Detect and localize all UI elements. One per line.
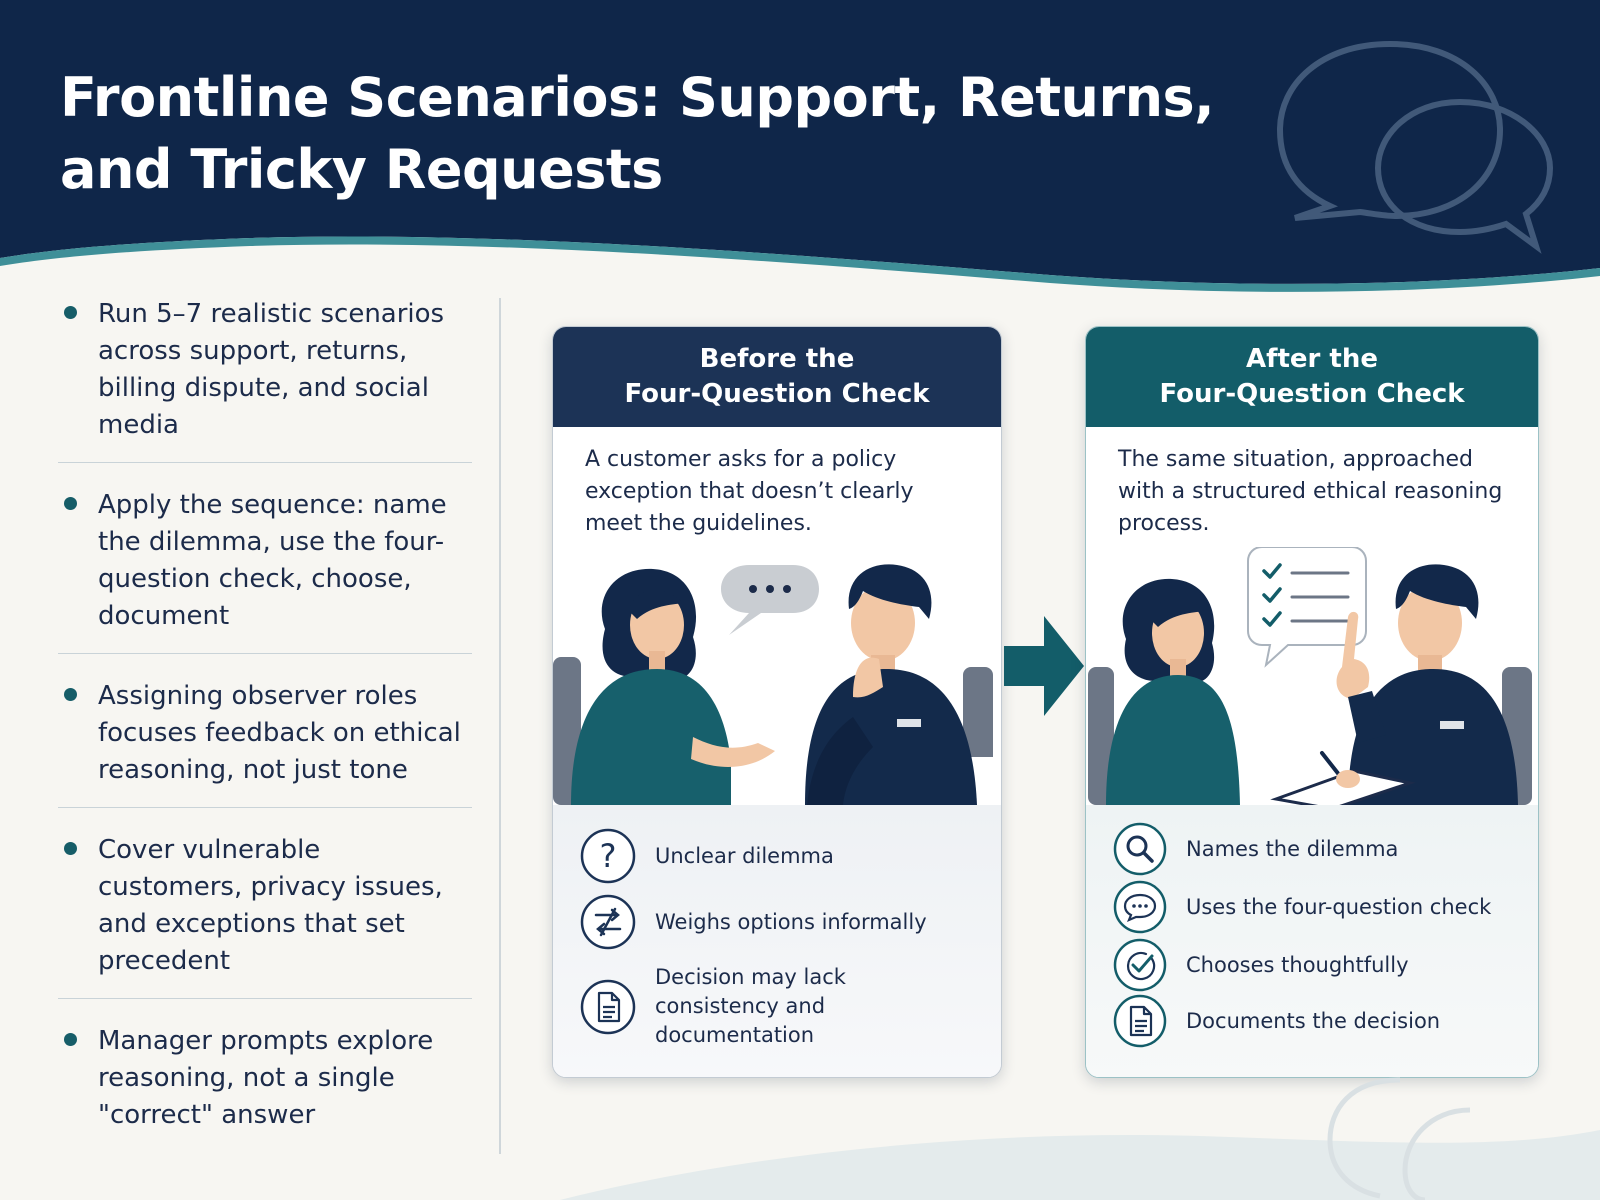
agent-figure-icon [793,564,1001,805]
before-illustration [553,564,1001,805]
bullet-item: Cover vulnerable customers, privacy issu… [58,808,472,999]
header-background [0,0,1600,292]
bullet-list: Run 5–7 realistic scenarios across suppo… [58,292,472,1138]
after-illustration [1088,547,1532,805]
outcome-row: Uses the four-question check [1112,879,1491,935]
question-mark-icon: ? [580,828,636,884]
outcome-row: Documents the decision [1112,993,1440,1049]
bullet-dot-icon [64,497,77,510]
svg-text:?: ? [600,837,617,875]
outcome-row: Names the dilemma [1112,821,1398,877]
outcome-row: Decision may lack consistency and docume… [579,963,955,1050]
outcome-label: Documents the decision [1186,1008,1441,1033]
outcome-label: Names the dilemma [1186,836,1399,861]
before-card: Before the Four-Question Check A custome… [552,326,1002,1078]
bullet-item: Manager prompts explore reasoning, not a… [58,999,472,1138]
after-card-description: The same situation, approached with a st… [1118,447,1503,536]
bullet-item: Apply the sequence: name the dilemma, us… [58,463,472,654]
speech-bubbles-icon [1276,40,1554,254]
bullet-item: Assigning observer roles focuses feedbac… [58,654,472,808]
before-card-description: A customer asks for a policy exception t… [585,447,914,536]
bullet-dot-icon [64,1033,77,1046]
outcome-row: Weighs options informally [579,893,927,951]
bullet-dot-icon [64,306,77,319]
bullet-item: Run 5–7 realistic scenarios across suppo… [58,292,472,463]
document-icon [580,979,636,1034]
document-icon [1113,994,1167,1048]
customer-figure-icon [571,568,775,805]
before-heading-line2: Four-Question Check [624,379,930,409]
vertical-divider [499,298,501,1154]
page-title: Frontline Scenarios: Support, Returns, a… [60,66,1215,201]
check-circle-icon [1113,938,1167,992]
checklist-speech-bubble-icon [1247,547,1367,668]
outcome-label: Weighs options informally [655,909,927,934]
customer-figure-icon [1106,578,1240,805]
bullet-text: Manager prompts explore reasoning, not a… [98,1026,434,1130]
bullet-dot-icon [64,688,77,701]
agent-figure-icon [1270,564,1518,805]
after-heading-line1: After the [1246,344,1378,374]
after-outcomes: Names the dilemma Uses the four-question… [1086,805,1538,1077]
outcome-label: Decision may lack consistency and docume… [655,965,846,1047]
header-banner: Frontline Scenarios: Support, Returns, a… [0,0,1600,300]
right-arrow-icon [1004,616,1084,716]
before-card-heading: Before the Four-Question Check [553,327,1001,427]
after-card: After the Four-Question Check The same s… [1085,326,1539,1078]
chair-icon [1088,667,1114,805]
after-card-heading: After the Four-Question Check [1086,327,1538,427]
bullet-text: Assigning observer roles focuses feedbac… [98,681,461,785]
crossed-arrows-icon [580,894,636,950]
outcome-label: Chooses thoughtfully [1186,952,1409,977]
outcome-label: Uses the four-question check [1186,894,1492,919]
bullet-text: Apply the sequence: name the dilemma, us… [98,490,447,631]
bullet-dot-icon [64,842,77,855]
magnifier-icon [1113,822,1167,876]
outcome-label: Unclear dilemma [655,843,834,868]
faded-speech-bubbles-icon [1327,1077,1471,1200]
after-heading-line2: Four-Question Check [1159,379,1465,409]
before-outcomes: ? Unclear dilemma Weighs options informa… [553,805,1001,1077]
chat-bubble-icon [1113,880,1167,934]
before-heading-line1: Before the [699,344,855,374]
outcome-row: ? Unclear dilemma [579,827,834,885]
bullet-text: Cover vulnerable customers, privacy issu… [98,835,443,976]
outcome-row: Chooses thoughtfully [1112,937,1409,993]
bullet-text: Run 5–7 realistic scenarios across suppo… [98,299,445,440]
ellipsis-speech-bubble-icon [721,565,819,635]
